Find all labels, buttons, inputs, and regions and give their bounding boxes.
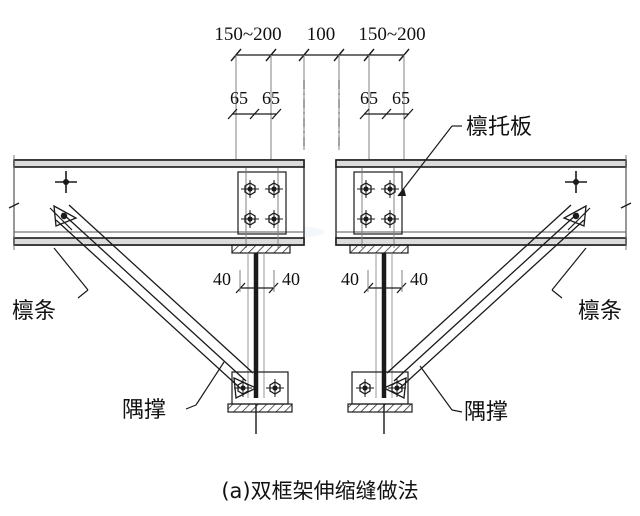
knee-brace-left — [49, 204, 254, 389]
label-purlin-left: 檩条 — [12, 299, 56, 324]
beam-right-end-mark — [620, 155, 632, 250]
label-knee-brace-left: 隅撑 — [122, 398, 166, 423]
dim-gauge-3: 65 — [360, 88, 378, 108]
label-purlin-left-leader — [53, 247, 89, 299]
column-dimension-right — [363, 270, 407, 294]
label-purlin-right-leader — [551, 247, 587, 299]
bolt-group-right — [353, 168, 403, 248]
beam-right — [335, 159, 627, 246]
column-left — [247, 253, 265, 398]
dim-top-left: 150~200 — [214, 24, 281, 45]
dim-col-4: 40 — [410, 269, 428, 289]
figure-caption: (a)双框架伸缩缝做法 — [221, 479, 418, 503]
base-plate-right — [349, 244, 409, 254]
dim-col-3: 40 — [341, 269, 359, 289]
bolt-group-left — [237, 168, 287, 248]
label-knee-brace-left-leader — [185, 361, 225, 410]
bolt-gauge-dimension-left — [227, 108, 282, 120]
column-dimension-left — [235, 270, 279, 294]
beam-left — [13, 159, 305, 246]
beam-left-end-mark — [8, 155, 20, 250]
dim-col-2: 40 — [282, 269, 300, 289]
dim-gauge-4: 65 — [392, 88, 410, 108]
dim-gauge-1: 65 — [230, 88, 248, 108]
column-base-left — [227, 371, 293, 434]
dim-top-right: 150~200 — [358, 24, 425, 45]
dim-col-1: 40 — [213, 269, 231, 289]
knee-brace-right — [386, 204, 591, 389]
column-right — [375, 253, 393, 398]
label-knee-brace-right: 隅撑 — [464, 400, 508, 425]
label-purlin-seat-plate-leader — [397, 125, 462, 197]
dim-top-middle: 100 — [307, 24, 336, 45]
column-base-right — [347, 371, 413, 434]
top-dimension-line — [230, 48, 410, 175]
label-knee-brace-right-leader — [419, 365, 463, 413]
bolt-gauge-dimension-right — [359, 108, 414, 120]
joint-centerlines — [303, 80, 340, 150]
dim-gauge-2: 65 — [262, 88, 280, 108]
base-plate-left — [231, 244, 291, 254]
label-purlin-seat-plate: 檩托板 — [466, 115, 532, 140]
label-purlin-right: 檩条 — [578, 299, 622, 324]
